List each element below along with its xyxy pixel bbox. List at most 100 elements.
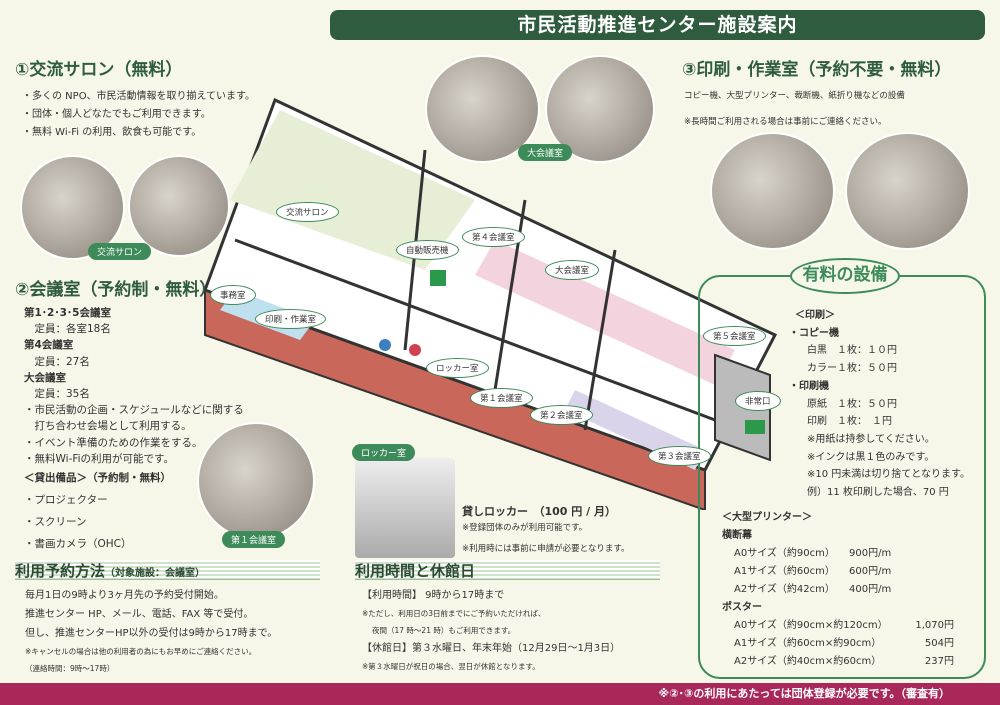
meeting-line: 大会議室 <box>24 371 66 384</box>
paid-line: 例）11 枚印刷した場合、70 円 <box>807 487 949 499</box>
footer-notice: ※②･③の利用にあたっては団体登録が必要です。（審査有） <box>0 683 1000 705</box>
large-printer-title: ＜大型プリンター＞ <box>722 512 812 523</box>
hours-note: 夜間（17 時～21 時）もご利用できます。 <box>372 626 516 635</box>
salon-title: ①交流サロン（無料） <box>15 60 183 80</box>
salon-item: ・団体・個人どなたでもご利用できます。 <box>22 109 211 120</box>
page-title: 市民活動推進センター施設案内 <box>330 10 985 40</box>
paid-line: 白黒 １枚：１０円 <box>807 345 897 357</box>
paid-line: ※用紙は持参してください。 <box>807 433 935 445</box>
salon-item: ・無料 Wi-Fi の利用、飲食も可能です。 <box>22 127 202 138</box>
large-printer-photo <box>845 132 970 250</box>
banner-row: A0サイズ（約90cm）900円/m <box>722 545 982 563</box>
size-label: A2サイズ（約40cm×約60cm） <box>734 656 882 667</box>
hours-header: 利用時間と休館日 <box>355 560 660 580</box>
size-label: A0サイズ（約90cm） <box>734 548 835 559</box>
salon-item: ・多くの NPO、市民活動情報を取り揃えています。 <box>22 91 256 102</box>
copier-photo <box>710 132 835 250</box>
poster-row: A2サイズ（約40cm×約60cm） 237円 <box>722 653 982 671</box>
meeting-line: ・書画カメラ（OHC） <box>24 538 132 551</box>
size-label: A1サイズ（約60cm×約90cm） <box>734 638 882 649</box>
reserve-subtitle: （対象施設：会議室） <box>105 568 206 579</box>
paid-line: 印刷 １枚： １円 <box>807 416 892 428</box>
reserve-line: 毎月1日の9時より3ヶ月先の予約受付開始。 <box>25 590 224 601</box>
room4-floor <box>475 240 615 330</box>
reserve-title: 利用予約方法 <box>15 562 106 580</box>
meeting-line: 第1･2･3･5会議室 <box>24 307 111 319</box>
meeting-line: ・無料Wi-Fiの利用が可能です。 <box>24 452 174 465</box>
hours-line: 【利用時間】 9時から17時まで <box>362 590 505 601</box>
paid-line: ※インクは黒１色のみです。 <box>807 451 935 463</box>
meeting-line: 定員：各室18名 <box>24 323 111 336</box>
salon-photo-tag: 交流サロン <box>88 243 152 260</box>
banner-title: 横断幕 <box>722 530 752 541</box>
reserve-hours-note: （連絡時間：9時～17時） <box>25 664 115 673</box>
locker-photo <box>355 458 455 558</box>
label-room2: 第２会議室 <box>530 405 593 425</box>
paid-line: カラー１枚：５０円 <box>807 363 897 375</box>
price: 600円/m <box>849 566 892 577</box>
paid-print-list: ＜印刷＞・コピー機白黒 １枚：１０円カラー１枚：５０円・印刷機原紙 １枚：５０円… <box>789 307 970 502</box>
label-room5: 第５会議室 <box>703 326 766 346</box>
label-locker: ロッカー室 <box>426 358 489 378</box>
paid-line: ＜印刷＞ <box>795 310 835 321</box>
label-exit: 非常口 <box>735 391 781 411</box>
price: 504円 <box>924 638 954 649</box>
paid-equipment-title: 有料の設備 <box>790 258 900 294</box>
label-big-room: 大会議室 <box>545 260 600 280</box>
salon-photo-2 <box>128 155 230 257</box>
meeting-line: 第4会議室 <box>24 339 74 352</box>
closed-note: ※第３水曜日が祝日の場合、翌日が休館となります。 <box>362 662 540 671</box>
locker-note-2: ※利用時には事前に申請が必要となります。 <box>462 544 630 554</box>
price: 400円/m <box>849 584 892 595</box>
locker-title: 貸しロッカー （100 円 / 月） <box>462 505 616 518</box>
meeting-details: 第1･2･3･5会議室 定員：各室18名第4会議室 定員：27名大会議室 定員：… <box>24 305 244 555</box>
accessible-icon <box>430 270 446 286</box>
female-restroom-icon <box>409 344 421 356</box>
meeting-line: 定員：35名 <box>24 388 90 401</box>
label-vending: 自動販売機 <box>396 240 459 260</box>
meeting-line: 打ち合わせ会場として利用する。 <box>24 420 192 433</box>
male-restroom-icon <box>379 339 391 351</box>
reserve-line: 但し、推進センターHP以外の受付は9時から17時まで。 <box>25 628 278 639</box>
locker-photo-tag: ロッカー室 <box>352 444 416 461</box>
size-label: A1サイズ（約60cm） <box>734 566 835 577</box>
locker-note-1: ※登録団体のみが利用可能です。 <box>462 523 588 533</box>
reserve-note: ※キャンセルの場合は他の利用者の為にもお早めにご連絡ください。 <box>25 647 257 656</box>
salon-floor <box>230 110 475 270</box>
label-room1: 第１会議室 <box>470 388 533 408</box>
banner-row: A1サイズ（約60cm） 600円/m <box>722 563 982 581</box>
price: 1,070円 <box>915 620 954 631</box>
print-desc: コピー機、大型プリンター、裁断機、紙折り機などの設備 <box>684 91 905 101</box>
poster-row: A1サイズ（約60cm×約90cm） 504円 <box>722 635 982 653</box>
hours-note: ※ただし、利用日の3日前までにご予約いただければ、 <box>362 609 546 618</box>
label-print-room: 印刷・作業室 <box>255 309 327 329</box>
size-label: A2サイズ（約42cm） <box>734 584 835 595</box>
big-room-photo-tag: 大会議室 <box>518 144 573 161</box>
paid-line: ・印刷機 <box>789 380 829 392</box>
poster-title: ポスター <box>722 602 762 613</box>
meeting-line: ・スクリーン <box>24 516 87 529</box>
hours-title: 利用時間と休館日 <box>355 562 476 580</box>
meeting-photo-tag: 第１会議室 <box>222 531 286 548</box>
meeting-line: ・プロジェクター <box>24 494 108 507</box>
salon-photo-1 <box>20 155 125 260</box>
salon-list: ・多くの NPO、市民活動情報を取り揃えています。 ・団体・個人どなたでもご利用… <box>22 88 255 142</box>
meeting-line: ＜貸出備品＞（予約制・無料） <box>24 472 171 485</box>
meeting-line: 定員：27名 <box>24 355 90 368</box>
reserve-line: 推進センター HP、メール、電話、FAX 等で受付。 <box>25 609 254 620</box>
print-title: ③印刷・作業室（予約不要・無料） <box>682 60 952 80</box>
big-room-photo-1 <box>425 55 540 163</box>
reserve-body: 毎月1日の9時より3ヶ月先の予約受付開始。 推進センター HP、メール、電話、F… <box>25 586 277 677</box>
paid-line: 原紙 １枚：５０円 <box>807 398 897 410</box>
paid-line: ※10 円未満は切り捨てとなります。 <box>807 469 970 481</box>
poster-row: A0サイズ（約90cm×約120cm）1,070円 <box>722 617 982 635</box>
meeting-title: ②会議室（予約制・無料） <box>15 280 217 300</box>
print-note: ※長時間ご利用される場合は事前にご連絡ください。 <box>684 117 887 127</box>
label-room4: 第４会議室 <box>462 227 525 247</box>
meeting-line: ・イベント準備のための作業をする。 <box>24 436 203 449</box>
big-room-floor <box>595 295 735 385</box>
price: 237円 <box>924 656 954 667</box>
hours-body: 【利用時間】 9時から17時まで ※ただし、利用日の3日前までにご予約いただけれ… <box>362 586 620 675</box>
